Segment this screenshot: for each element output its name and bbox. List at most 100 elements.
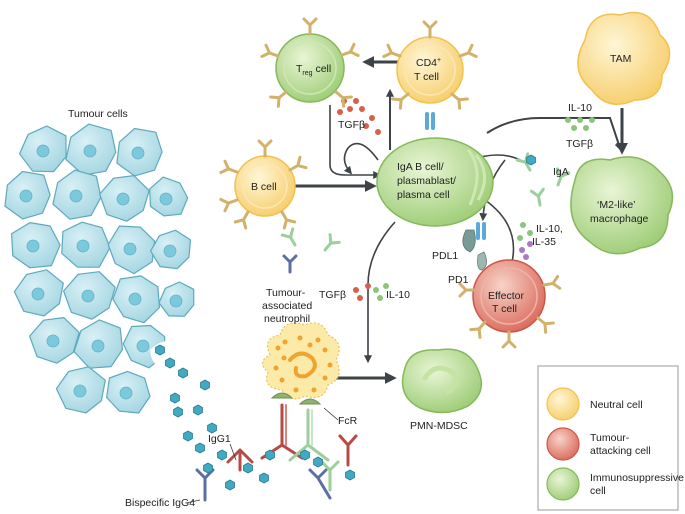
pdl1-label: PDL1 bbox=[432, 250, 458, 262]
cytokine-dot bbox=[523, 254, 529, 260]
treg-label: Treg cell bbox=[296, 63, 331, 77]
tumour-nucleus bbox=[163, 244, 177, 258]
granule bbox=[315, 337, 321, 343]
granule bbox=[307, 342, 313, 348]
cytokine-dot bbox=[517, 235, 523, 241]
il10-35-label-b: IL-35 bbox=[532, 236, 556, 248]
cytokine-dot bbox=[583, 125, 589, 131]
cytokine-dot bbox=[375, 129, 381, 135]
cd4-t-cell: CD4+ T cell bbox=[382, 20, 478, 130]
legend-item-suppressive: Immunosuppressive cell bbox=[546, 467, 684, 501]
m2-label-line1: ‘M2-like’ bbox=[597, 199, 636, 211]
cytokine-dot bbox=[589, 117, 595, 123]
cytokine-dot bbox=[565, 117, 571, 123]
legend-label-neutral: Neutral cell bbox=[590, 399, 643, 411]
legend-item-neutral: Neutral cell bbox=[546, 387, 643, 421]
antigen-hexagon bbox=[259, 472, 269, 484]
antigen-hexagon bbox=[170, 392, 180, 404]
pathway-arrows bbox=[295, 56, 628, 384]
antigen-hexagon bbox=[173, 406, 183, 418]
tumour-nucleus bbox=[83, 144, 97, 158]
legend: Neutral cell Tumour- attacking cell Immu… bbox=[537, 365, 684, 511]
m2-label-line2: macrophage bbox=[590, 213, 649, 225]
tam-cell: TAM bbox=[577, 11, 671, 105]
iga-antibodies: IgA bbox=[280, 152, 571, 256]
cytokine-dot bbox=[571, 125, 577, 131]
tumour-nucleus bbox=[81, 289, 95, 303]
treg-cell: Treg cell bbox=[260, 17, 360, 108]
antigen-hexagon bbox=[243, 462, 253, 474]
iga-cell-label-line2: plasmablast/ bbox=[397, 175, 456, 187]
granule bbox=[273, 365, 279, 371]
antigen-hexagon bbox=[183, 430, 193, 442]
antigen-hexagon bbox=[178, 367, 188, 379]
pmn-mdsc-cell: PMN-MDSC bbox=[401, 348, 483, 432]
tumour-cells-label: Tumour cells bbox=[68, 108, 128, 120]
tumour-associated-neutrophil: Tumour- associated neutrophil bbox=[261, 287, 340, 405]
tumour-nucleus bbox=[73, 384, 87, 398]
antigen-hexagon bbox=[313, 456, 323, 468]
legend-label-attacking-line2: attacking cell bbox=[590, 445, 651, 457]
tumour-nucleus bbox=[169, 294, 183, 308]
legend-label-suppressive-line1: Immunosuppressive bbox=[590, 472, 684, 484]
cytokine-dot bbox=[527, 230, 533, 236]
tan-label-line3: neutrophil bbox=[264, 313, 310, 325]
blue-antibody bbox=[282, 254, 298, 274]
effector-label-line2: T cell bbox=[492, 303, 517, 315]
il10-35-label-a: IL-10, bbox=[536, 223, 563, 235]
antigen-hexagon bbox=[193, 404, 203, 416]
pmn-mdsc-label: PMN-MDSC bbox=[410, 420, 468, 432]
cytokine-dot bbox=[577, 117, 583, 123]
granule bbox=[275, 345, 281, 351]
antigen-hexagon bbox=[217, 449, 227, 461]
cytokine-dot bbox=[337, 109, 343, 115]
antigen-hexagon bbox=[195, 442, 205, 454]
tumour-nucleus bbox=[91, 339, 105, 353]
tgfb-top-label: TGFβ bbox=[338, 119, 365, 131]
pd1-label: PD1 bbox=[448, 274, 469, 286]
tumour-nucleus bbox=[159, 192, 173, 206]
tumour-nucleus bbox=[46, 334, 60, 348]
tan-label-line1: Tumour- bbox=[266, 287, 306, 299]
tgfb-mid-label: TGFβ bbox=[319, 289, 346, 301]
tumour-nucleus bbox=[123, 242, 137, 256]
legend-label-suppressive-line2: cell bbox=[590, 485, 606, 497]
cytokine-dot bbox=[347, 106, 353, 112]
tumour-cell-cluster bbox=[4, 123, 195, 414]
antigen-hexagon bbox=[203, 462, 213, 474]
cytokine-dot bbox=[357, 295, 363, 301]
legend-item-attacking: Tumour- attacking cell bbox=[546, 427, 651, 461]
effector-label-line1: Effector bbox=[488, 290, 524, 302]
effector-t-cell: Effector T cell bbox=[458, 229, 562, 349]
cytokine-dot bbox=[520, 222, 526, 228]
tumour-nucleus bbox=[69, 189, 83, 203]
antigen-hexagon bbox=[165, 357, 175, 369]
granule bbox=[297, 335, 303, 341]
b-cell: B cell bbox=[219, 139, 308, 230]
tgfb-right-label: TGFβ bbox=[566, 138, 593, 150]
granule bbox=[279, 377, 285, 383]
cytokine-dot bbox=[519, 247, 525, 253]
antigen-hexagon bbox=[265, 449, 275, 461]
antigen-hexagon bbox=[207, 422, 217, 434]
tam-label: TAM bbox=[610, 53, 631, 65]
cytokine-dot bbox=[353, 98, 359, 104]
legend-label-attacking-line1: Tumour- bbox=[590, 432, 630, 444]
granule bbox=[293, 387, 299, 393]
tumour-nucleus bbox=[136, 339, 150, 353]
iga-cell-label-line3: plasma cell bbox=[397, 189, 450, 201]
cytokine-dot bbox=[377, 295, 383, 301]
tumour-nucleus bbox=[128, 292, 142, 306]
antigen-hexagon bbox=[345, 469, 355, 481]
antigen-hexagon bbox=[200, 379, 210, 391]
bispecific-igg4-label: Bispecific IgG4 bbox=[125, 497, 195, 509]
iga-b-cell: IgA B cell/ plasmablast/ plasma cell bbox=[376, 137, 494, 240]
granule bbox=[282, 339, 288, 345]
tumour-nucleus bbox=[119, 386, 133, 400]
tumour-nucleus bbox=[26, 239, 40, 253]
cytokine-dot bbox=[359, 106, 365, 112]
igg1-label: IgG1 bbox=[208, 433, 231, 445]
tumour-nucleus bbox=[36, 144, 50, 158]
tumour-nucleus bbox=[19, 189, 33, 203]
